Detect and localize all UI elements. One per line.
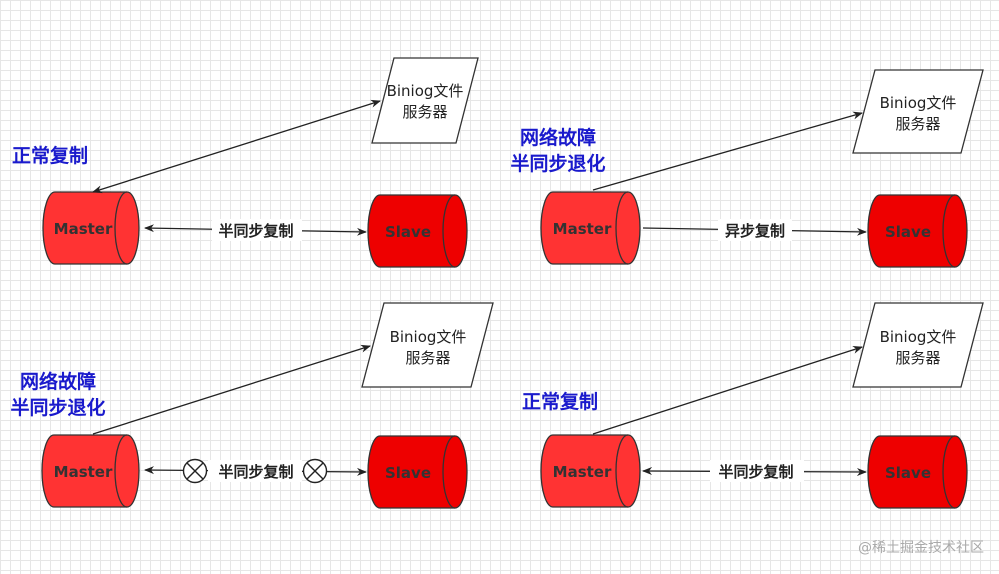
master-label: Master — [54, 463, 113, 481]
panel-title-line: 正常复制 — [12, 144, 88, 167]
broken-link-icon — [302, 458, 328, 484]
binlog-server: Biniog文件 服务器 — [361, 302, 494, 388]
master-node: Master — [41, 434, 140, 508]
watermark: @稀土掘金技术社区 — [858, 540, 984, 556]
server-shape — [852, 69, 984, 154]
slave-node: Slave — [367, 435, 468, 509]
slave-node: Slave — [867, 194, 968, 268]
master-label: Master — [54, 220, 113, 238]
panel-title-line: 半同步退化 — [10, 396, 105, 419]
panel-bottom-right: 正常复制 Biniog文件 服务器 Master Slave 半同步复制 — [522, 302, 984, 509]
server-label-line: Biniog文件 — [880, 328, 957, 346]
master-node: Master — [540, 434, 641, 508]
server-label-line: 服务器 — [895, 349, 940, 367]
binlog-server: Biniog文件 服务器 — [852, 302, 984, 388]
binlog-server: Biniog文件 服务器 — [371, 57, 479, 144]
panel-title-line: 正常复制 — [522, 390, 598, 413]
slave-label: Slave — [885, 464, 931, 482]
server-label-line: Biniog文件 — [387, 82, 464, 100]
replication-label: 半同步复制 — [218, 222, 293, 240]
replication-label: 半同步复制 — [218, 463, 293, 481]
server-label-line: Biniog文件 — [390, 328, 467, 346]
master-server-arrow — [92, 344, 371, 435]
panel-top-right: 网络故障 半同步退化 Biniog文件 服务器 Master Slave 异步复… — [510, 69, 984, 268]
slave-label: Slave — [885, 223, 931, 241]
master-server-arrow — [92, 99, 381, 194]
slave-node: Slave — [867, 435, 968, 509]
server-label-line: 服务器 — [405, 349, 450, 367]
panel-title-line: 网络故障 — [20, 370, 96, 393]
slave-node: Slave — [367, 194, 468, 268]
panel-bottom-left: 网络故障 半同步退化 Biniog文件 服务器 Master Slave 半同步… — [10, 302, 494, 509]
master-node: Master — [42, 191, 140, 265]
master-label: Master — [553, 463, 612, 481]
binlog-server: Biniog文件 服务器 — [852, 69, 984, 154]
slave-label: Slave — [385, 464, 431, 482]
server-shape — [371, 57, 479, 144]
master-server-arrow — [592, 345, 863, 435]
master-server-arrow — [592, 111, 863, 191]
server-shape — [361, 302, 494, 388]
panel-title-line: 半同步退化 — [510, 152, 605, 175]
master-label: Master — [553, 220, 612, 238]
slave-label: Slave — [385, 223, 431, 241]
panel-title-line: 网络故障 — [520, 126, 596, 149]
server-label-line: 服务器 — [402, 103, 447, 121]
master-node: Master — [540, 191, 641, 265]
panel-top-left: 正常复制 Biniog文件 服务器 Master Slave 半同步复制 — [12, 57, 479, 268]
server-label-line: 服务器 — [895, 115, 940, 133]
replication-label: 半同步复制 — [718, 463, 793, 481]
server-label-line: Biniog文件 — [880, 94, 957, 112]
broken-link-icon — [182, 458, 208, 484]
replication-label: 异步复制 — [725, 222, 785, 240]
server-shape — [852, 302, 984, 388]
